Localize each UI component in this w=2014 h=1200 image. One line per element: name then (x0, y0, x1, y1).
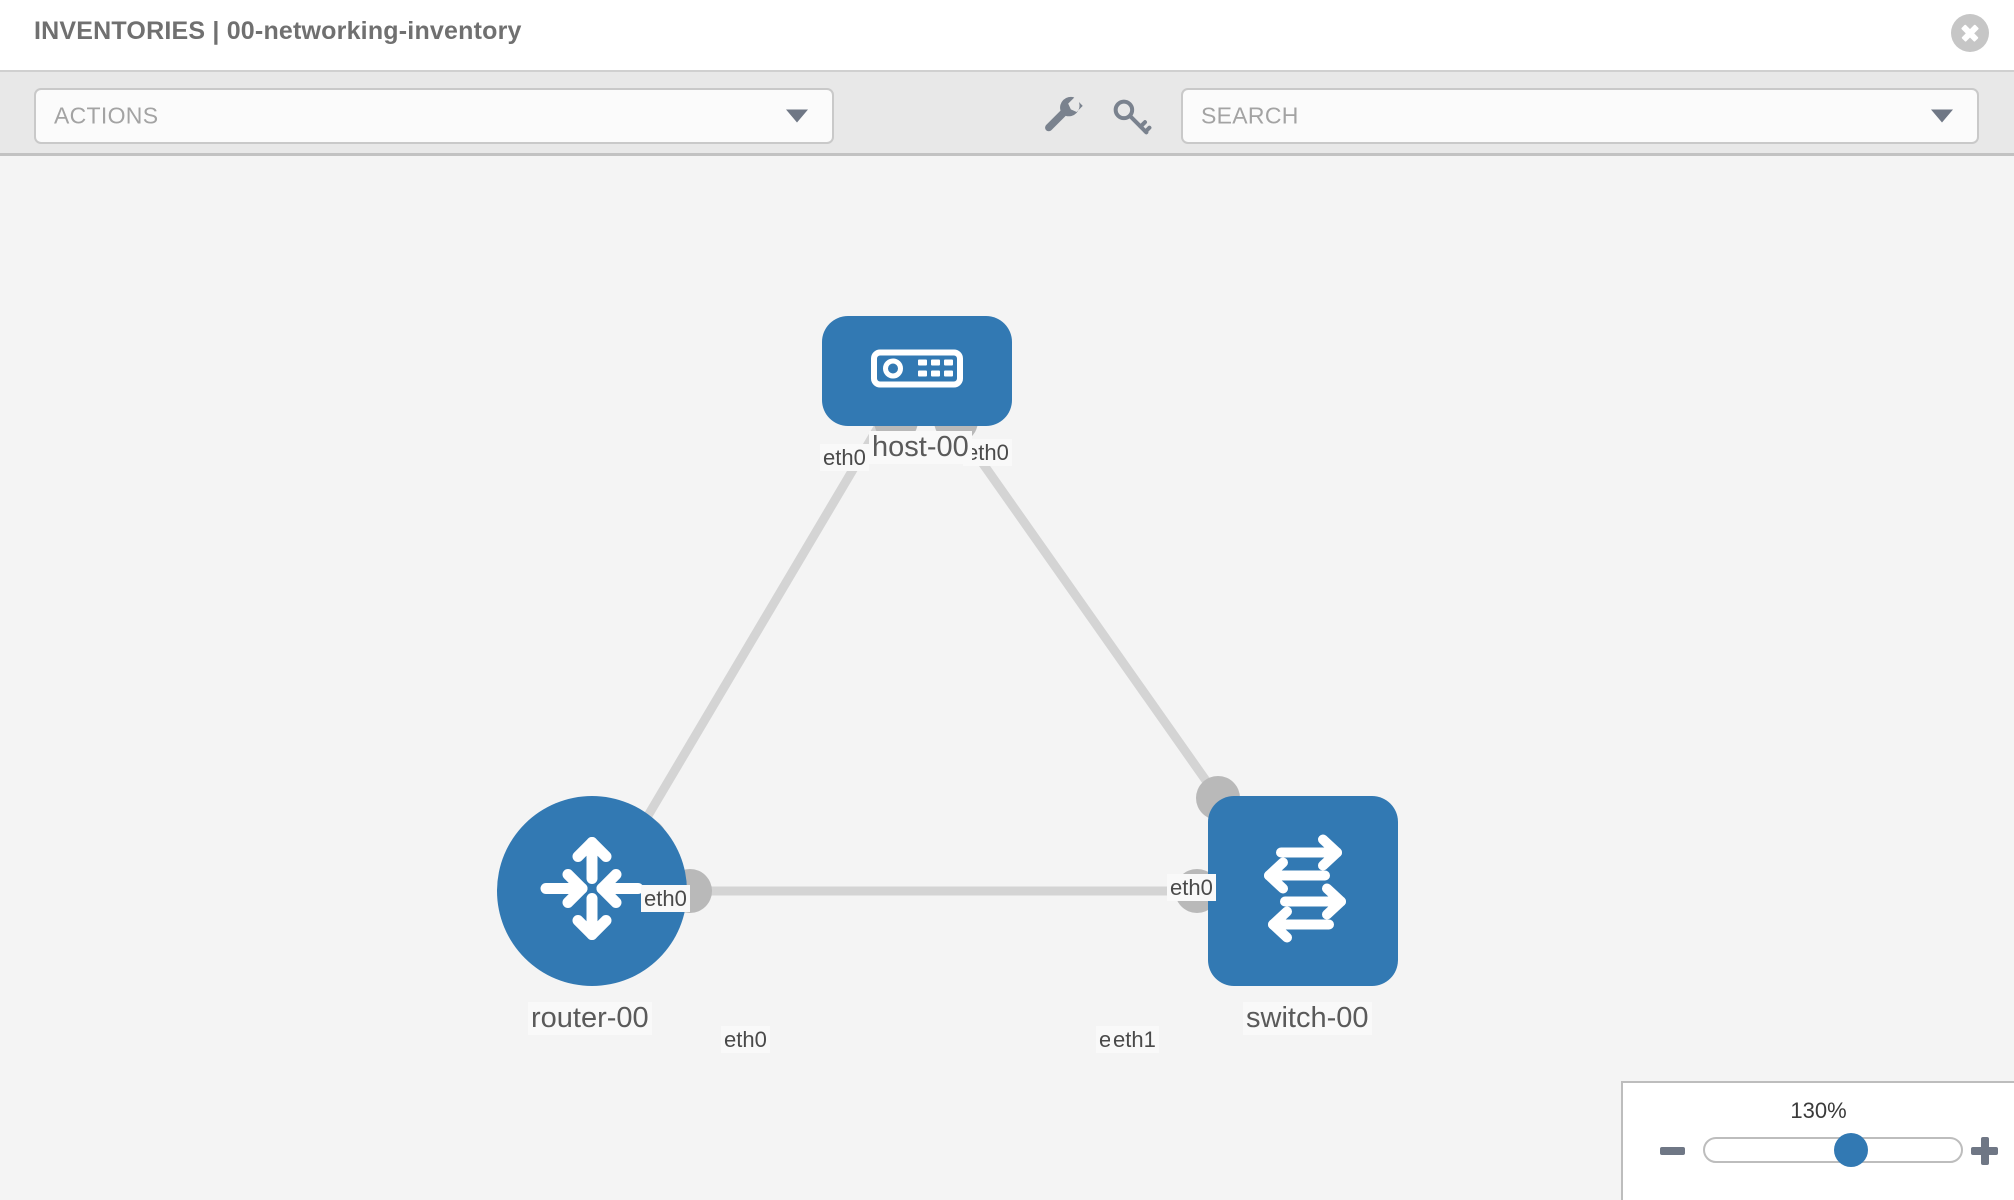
close-icon[interactable] (1951, 14, 1989, 52)
toolbar: ACTIONS SEARCH (0, 70, 2014, 156)
zoom-slider[interactable] (1703, 1133, 1963, 1167)
topology-edges (625, 419, 1250, 896)
search-input[interactable]: SEARCH (1181, 88, 1979, 144)
minus-icon-bar (1660, 1147, 1685, 1155)
actions-dropdown-label: ACTIONS (54, 102, 159, 129)
router-arrows-icon (532, 829, 652, 954)
key-icon[interactable] (1108, 94, 1154, 140)
node-switch-00[interactable] (1208, 796, 1398, 986)
node-label-router-00: router-00 (528, 1002, 652, 1036)
page-title: INVENTORIES | 00-networking-inventory (34, 17, 522, 45)
edge-label-router-right: eth0 (721, 1026, 770, 1054)
edge-host-router (625, 419, 885, 851)
zoom-slider-handle[interactable] (1833, 1133, 1868, 1167)
server-device-icon (871, 344, 963, 399)
edge-label-router-up: eth0 (641, 885, 690, 913)
wrench-icon[interactable] (1040, 94, 1086, 140)
edge-label-switch-up: eth0 (1167, 874, 1216, 902)
zoom-level-value: 130% (1790, 1098, 1847, 1123)
edge-label-switch-left-b: eth1 (1110, 1026, 1159, 1054)
node-label-switch-00: switch-00 (1243, 1002, 1372, 1036)
page-header: INVENTORIES | 00-networking-inventory (0, 0, 2014, 70)
actions-dropdown[interactable]: ACTIONS (34, 88, 834, 144)
topology-canvas[interactable]: eth0 eth0 eth0 eth0 eth0 eth0 eth1 host-… (0, 156, 2014, 1200)
edge-host-switch (950, 419, 1250, 841)
plus-icon-bar-v (1980, 1137, 1989, 1165)
search-placeholder: SEARCH (1201, 102, 1299, 129)
edge-label-host-left: eth0 (820, 444, 869, 472)
minus-icon[interactable] (1660, 1137, 1685, 1165)
node-label-host-00: host-00 (869, 431, 972, 465)
switch-arrows-icon (1241, 827, 1365, 956)
chevron-down-icon (786, 109, 808, 123)
node-host-00[interactable] (822, 316, 1012, 426)
chevron-down-icon (1931, 109, 1953, 123)
zoom-control-panel: 130% (1621, 1081, 2014, 1200)
plus-icon[interactable] (1971, 1137, 1998, 1165)
